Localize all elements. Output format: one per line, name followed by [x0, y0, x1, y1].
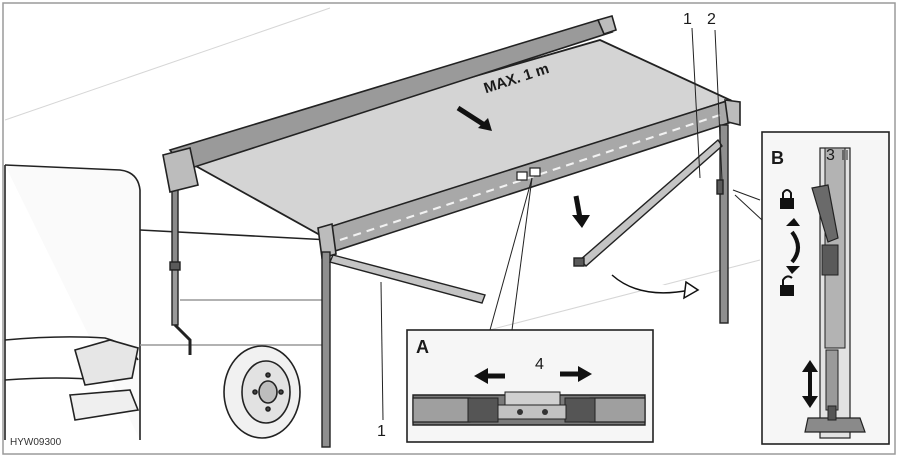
inset-a-label: A	[416, 337, 429, 357]
callout-3: 3	[826, 147, 835, 164]
inset-b	[761, 131, 890, 445]
callout-2: 2	[707, 11, 716, 28]
leader-lines	[380, 27, 839, 421]
support-leg-right	[716, 124, 729, 324]
front-rail	[317, 99, 741, 260]
callout-1-right: 1	[683, 11, 692, 28]
wheel	[223, 345, 301, 439]
callout-1-left: 1	[377, 423, 386, 440]
inset-a	[406, 329, 654, 443]
fold-arrows	[572, 195, 700, 300]
figure-code: HYW09300	[10, 437, 62, 448]
rafter-arm-left	[329, 254, 486, 304]
callout-4: 4	[535, 356, 544, 373]
support-leg-left	[321, 251, 331, 448]
awning-cassette	[162, 15, 617, 193]
inset-b-label: B	[771, 148, 784, 168]
rail-coupling	[516, 167, 541, 181]
motorhome-body	[4, 164, 331, 440]
crank-handle	[169, 189, 192, 355]
max-arrow	[456, 105, 492, 131]
ground-lines	[4, 7, 761, 336]
